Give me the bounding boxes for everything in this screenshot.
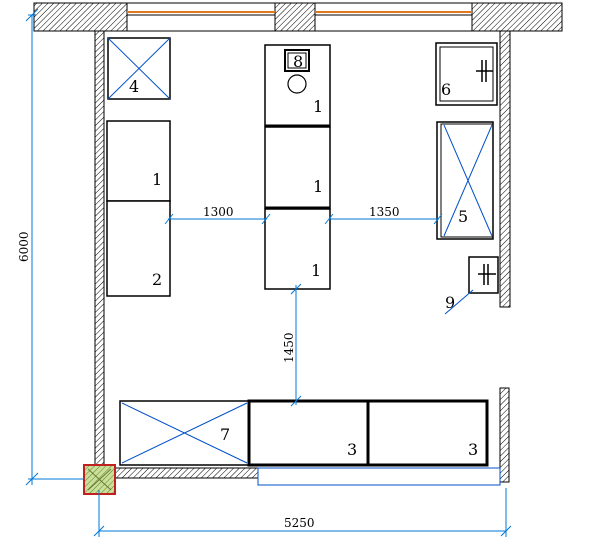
- dim-aisle-left-label: 1300: [203, 205, 234, 219]
- unit-9-label: 9: [445, 293, 455, 312]
- counter-3b: 3: [366, 399, 489, 467]
- unit-4: 4: [107, 37, 171, 100]
- left-unit-2-label: 2: [152, 270, 162, 289]
- counter-3a-label: 3: [347, 440, 357, 459]
- left-unit-1-label: 1: [152, 170, 162, 189]
- dim-room-width-label: 5250: [284, 516, 315, 530]
- left-wall: [94, 30, 105, 476]
- dim-room-width: 5250: [93, 488, 512, 537]
- island-unit-middle: [264, 126, 331, 209]
- bottom-wall: [103, 467, 259, 479]
- dim-aisle-right-label: 1350: [369, 205, 400, 219]
- dim-aisle-front-label: 1450: [282, 332, 296, 363]
- windows: [126, 2, 473, 32]
- island-1-label: 1: [313, 97, 323, 116]
- unit-6-label: 6: [441, 80, 451, 99]
- unit-5: 5: [436, 121, 494, 240]
- unit-8: 8: [284, 49, 310, 94]
- island-2-label: 1: [313, 177, 323, 196]
- dim-aisle-front: 1450: [282, 283, 302, 407]
- window-left: [126, 2, 276, 32]
- unit-7: 7: [119, 400, 250, 466]
- counter-3a: 3: [247, 399, 370, 467]
- window-right: [314, 2, 473, 32]
- island-3-label: 1: [311, 261, 321, 280]
- dim-room-depth-label: 6000: [17, 231, 31, 262]
- top-wall-middle: [274, 2, 316, 32]
- unit-7-label: 7: [220, 425, 230, 444]
- unit-6: 6: [435, 42, 498, 106]
- unit-5-label: 5: [458, 207, 468, 226]
- right-wall-upper: [499, 30, 511, 308]
- bottom-opening: [257, 467, 501, 486]
- left-unit-2: 2: [106, 200, 171, 297]
- counter-3b-label: 3: [468, 440, 478, 459]
- top-wall-left: [33, 2, 128, 32]
- dim-aisle-right: 1350: [324, 205, 443, 225]
- dim-aisle-left: 1300: [164, 205, 271, 225]
- unit-8-label: 8: [293, 52, 303, 71]
- left-unit-1: 1: [106, 120, 171, 202]
- unit-4-label: 4: [129, 77, 139, 96]
- unit-9: 9: [444, 256, 499, 315]
- top-wall-right: [471, 2, 563, 32]
- right-wall-lower: [499, 387, 510, 483]
- dim-room-depth: 6000: [17, 8, 84, 486]
